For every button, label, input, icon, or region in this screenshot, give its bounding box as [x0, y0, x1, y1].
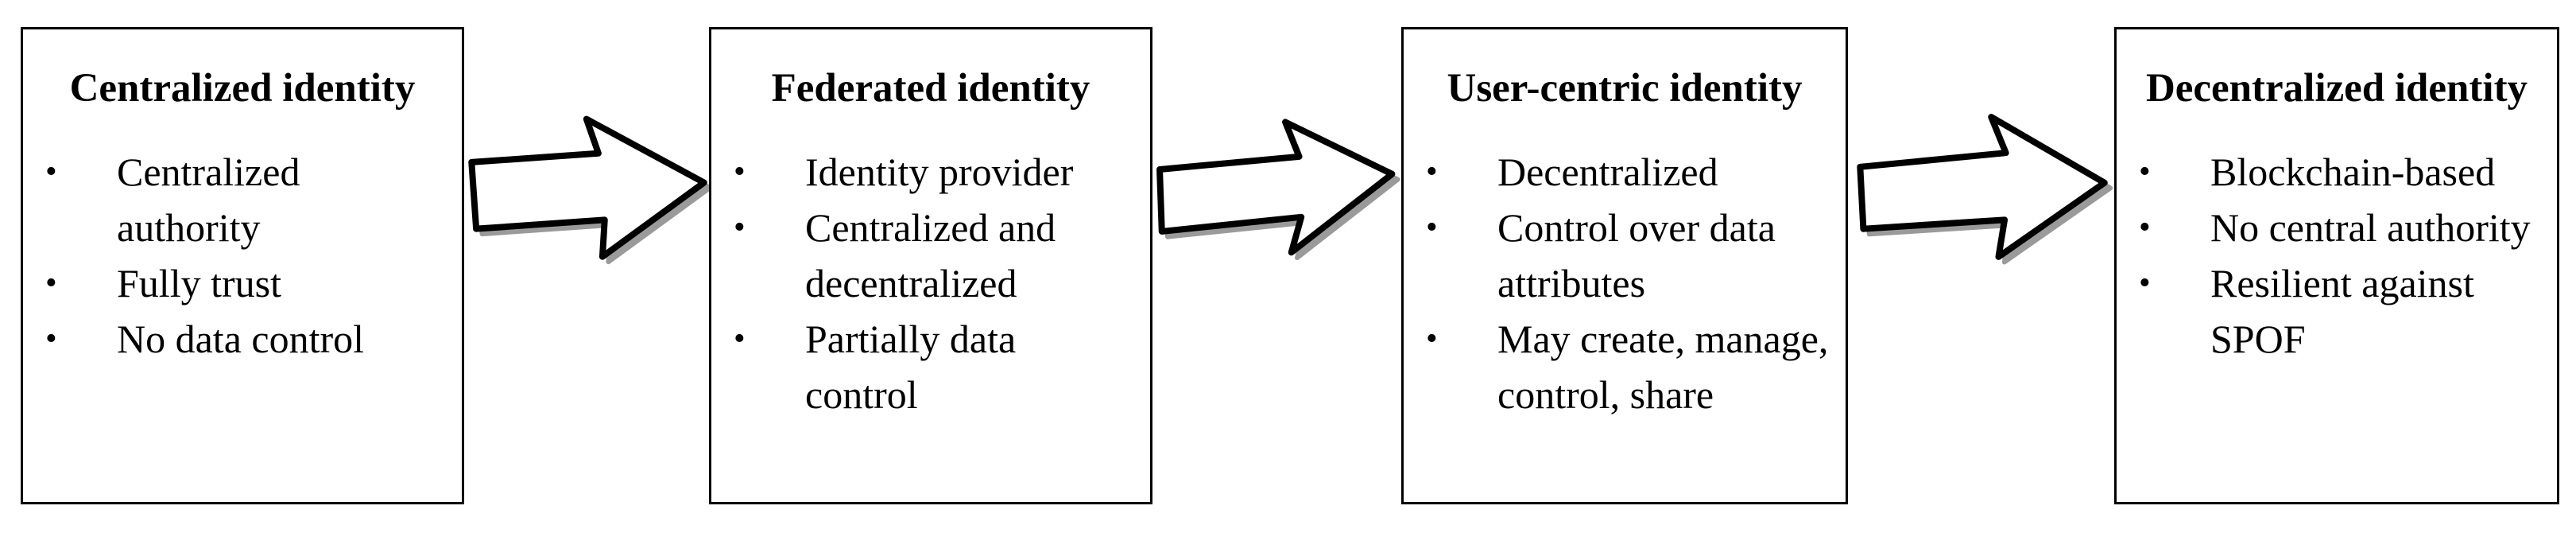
- bullet-text: Control over data attributes: [1497, 205, 1776, 305]
- stage-title: Decentralized identity: [2145, 66, 2528, 111]
- bullet-text: Partially data control: [805, 317, 1017, 417]
- stage-bullet-list: • Centralized authority • Fully trust • …: [23, 144, 462, 367]
- right-arrow-icon: [468, 115, 713, 265]
- bullet-item: • Identity provider: [711, 144, 1150, 200]
- stage-bullet-list: • Decentralized • Control over data attr…: [1404, 144, 1846, 422]
- stage-box-decentralized: Decentralized identity • Blockchain-base…: [2114, 27, 2559, 504]
- bullet-dot: •: [734, 154, 746, 190]
- bullet-dot: •: [2139, 265, 2151, 302]
- bullet-dot: •: [1426, 209, 1438, 246]
- stage-box-user-centric: User-centric identity • Decentralized • …: [1401, 27, 1848, 504]
- bullet-dot: •: [45, 265, 57, 302]
- bullet-dot: •: [734, 321, 746, 357]
- bullet-dot: •: [734, 209, 746, 246]
- right-arrow-icon: [1857, 114, 2113, 265]
- stage-bullet-list: • Blockchain-based • No central authorit…: [2117, 144, 2557, 367]
- bullet-item: • Control over data attributes: [1404, 200, 1846, 311]
- stage-title: Federated identity: [771, 66, 1090, 111]
- stage-box-centralized: Centralized identity • Centralized autho…: [21, 27, 464, 504]
- stage-box-federated: Federated identity • Identity provider •…: [709, 27, 1152, 504]
- bullet-item: • Centralized and decentralized: [711, 200, 1150, 311]
- bullet-item: • No central authority: [2117, 200, 2557, 255]
- bullet-item: • Partially data control: [711, 311, 1150, 422]
- bullet-text: Fully trust: [117, 261, 281, 305]
- bullet-dot: •: [45, 321, 57, 357]
- bullet-text: May create, manage, control, share: [1497, 317, 1829, 417]
- stage-bullet-list: • Identity provider • Centralized and de…: [711, 144, 1150, 422]
- bullet-text: Centralized authority: [117, 150, 300, 250]
- bullet-item: • No data control: [23, 311, 462, 367]
- bullet-text: No data control: [117, 317, 365, 361]
- stage-title: Centralized identity: [69, 66, 416, 111]
- bullet-text: Decentralized: [1497, 150, 1718, 194]
- bullet-text: Centralized and decentralized: [805, 205, 1056, 305]
- right-arrow-icon: [1156, 119, 1400, 261]
- bullet-text: Blockchain-based: [2210, 150, 2496, 194]
- bullet-text: No central authority: [2210, 205, 2531, 250]
- stage-title: User-centric identity: [1447, 66, 1803, 111]
- bullet-dot: •: [1426, 154, 1438, 190]
- bullet-item: • Resilient against SPOF: [2117, 255, 2557, 367]
- bullet-text: Resilient against SPOF: [2210, 261, 2474, 361]
- bullet-dot: •: [2139, 154, 2151, 190]
- bullet-item: • Decentralized: [1404, 144, 1846, 200]
- bullet-dot: •: [45, 154, 57, 190]
- bullet-item: • May create, manage, control, share: [1404, 311, 1846, 422]
- bullet-dot: •: [1426, 321, 1438, 357]
- bullet-item: • Blockchain-based: [2117, 144, 2557, 200]
- bullet-dot: •: [2139, 209, 2151, 246]
- bullet-item: • Centralized authority: [23, 144, 462, 255]
- bullet-item: • Fully trust: [23, 255, 462, 311]
- bullet-text: Identity provider: [805, 150, 1074, 194]
